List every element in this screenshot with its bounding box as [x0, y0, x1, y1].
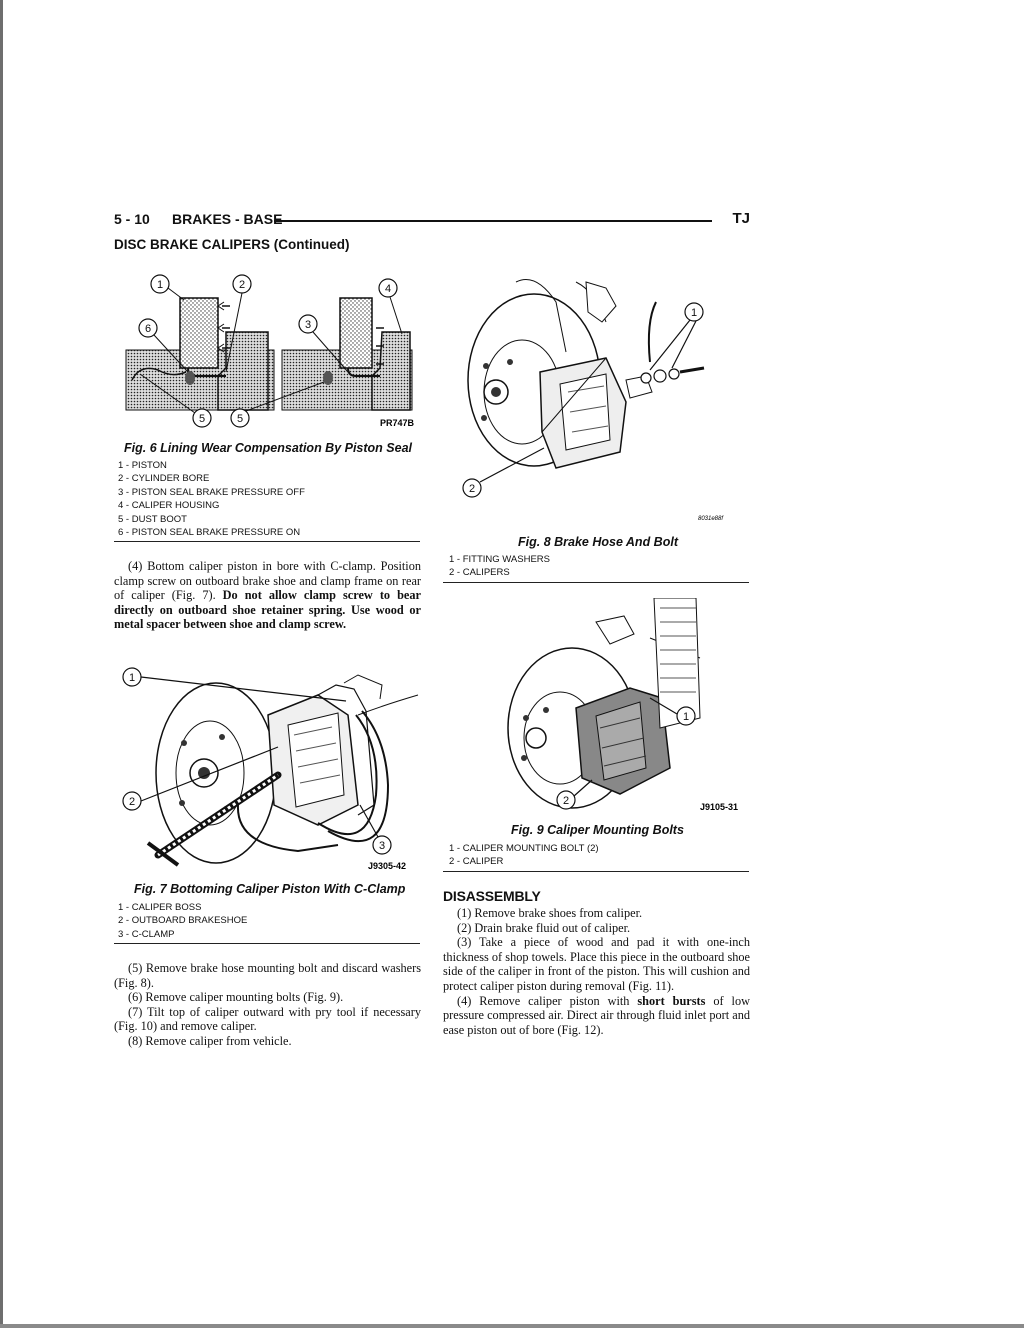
- fig6-legend-item: 1 - PISTON: [118, 460, 167, 471]
- page-subheading: DISC BRAKE CALIPERS (Continued): [114, 237, 350, 252]
- disassembly-step2: (2) Drain brake fluid out of caliper.: [457, 920, 631, 935]
- page-edge-bottom: [0, 1324, 1024, 1328]
- fig7-code: J9305-42: [368, 861, 406, 871]
- fig8-callout-1: 1: [691, 307, 697, 319]
- fig7-callout-2: 2: [129, 796, 135, 808]
- fig6-code: PR747B: [380, 418, 415, 428]
- fig6-illustration: 1 2 3 4 5 5 6 PR747B: [125, 274, 415, 428]
- fig8-code: 8031e88f: [698, 516, 724, 522]
- fig7-legend-item: 3 - C-CLAMP: [118, 928, 175, 940]
- model-code: TJ: [732, 210, 750, 227]
- fig9-legend: 1 - CALIPER MOUNTING BOLT (2) 2 - CALIPE…: [449, 842, 599, 869]
- fig6-callout-5b: 5: [237, 413, 243, 425]
- fig8-caption: Fig. 8 Brake Hose And Bolt: [518, 535, 678, 549]
- fig7-legend: 1 - CALIPER BOSS 2 - OUTBOARD BRAKESHOE …: [118, 901, 247, 941]
- fig9-legend-item: 1 - CALIPER MOUNTING BOLT (2): [449, 843, 599, 854]
- disassembly-step3: (3) Take a piece of wood and pad it with…: [443, 935, 750, 993]
- step8: (8) Remove caliper from vehicle.: [128, 1033, 292, 1048]
- fig7-legend-item: 1 - CALIPER BOSS: [118, 902, 202, 913]
- fig8-legend-item: 2 - CALIPERS: [449, 567, 510, 579]
- fig8-legend: 1 - FITTING WASHERS 2 - CALIPERS: [449, 553, 550, 580]
- fig9-illustration: 1 2 J9105-31: [507, 598, 738, 812]
- fig7-rule: [114, 943, 420, 944]
- fig9-callout-2: 2: [563, 795, 569, 807]
- fig6-callout-3: 3: [305, 319, 311, 331]
- fig6-legend-item: 5 - DUST BOOT: [118, 513, 187, 525]
- fig7-callout-1: 1: [129, 672, 135, 684]
- fig6-legend-item: 3 - PISTON SEAL BRAKE PRESSURE OFF: [118, 486, 305, 498]
- section-title: BRAKES - BASE: [172, 211, 283, 227]
- header-rule: [274, 220, 712, 222]
- fig6-legend-item: 4 - CALIPER HOUSING: [118, 500, 220, 512]
- fig9-rule: [443, 871, 749, 872]
- fig6-caption: Fig. 6 Lining Wear Compensation By Pisto…: [124, 441, 413, 455]
- fig7-illustration: 1 2 3 J9305-42: [122, 667, 419, 871]
- page-header: 5 - 10 BRAKES - BASE TJ: [114, 210, 750, 230]
- fig9-code: J9105-31: [700, 802, 738, 812]
- fig6-callout-4: 4: [385, 283, 391, 295]
- left-paragraph-steps5-8: (5) Remove brake hose mounting bolt and …: [114, 961, 421, 1049]
- fig7-callout-3: 3: [379, 840, 385, 852]
- disassembly-heading: DISASSEMBLY: [443, 888, 541, 904]
- fig6-callout-2: 2: [239, 279, 245, 291]
- disassembly-step1: (1) Remove brake shoes from caliper.: [457, 906, 643, 920]
- page-edge-left: [0, 0, 3, 1328]
- step7: (7) Tilt top of caliper outward with pry…: [114, 1004, 421, 1034]
- fig8-callout-2: 2: [469, 483, 475, 495]
- fig9-legend-item: 2 - CALIPER: [449, 856, 504, 868]
- left-paragraph-step4: (4) Bottom caliper piston in bore with C…: [114, 559, 421, 632]
- disassembly-step4-a: (4) Remove caliper piston with: [457, 993, 638, 1008]
- fig8-illustration: 1 2 8031e88f: [462, 279, 724, 522]
- disassembly-step4-bold: short bursts: [637, 993, 706, 1008]
- fig9-callout-1: 1: [683, 711, 689, 723]
- fig6-callout-6: 6: [145, 323, 151, 335]
- page-number: 5 - 10: [114, 211, 150, 227]
- fig7-legend-item: 2 - OUTBOARD BRAKESHOE: [118, 915, 248, 927]
- fig7-caption: Fig. 7 Bottoming Caliper Piston With C-C…: [134, 882, 406, 896]
- fig6-legend-item: 2 - CYLINDER BORE: [118, 473, 210, 485]
- fig6-legend-item: 6 - PISTON SEAL BRAKE PRESSURE ON: [118, 527, 301, 539]
- fig6-callout-5a: 5: [199, 413, 205, 425]
- step5: (5) Remove brake hose mounting bolt and …: [114, 961, 421, 990]
- step6: (6) Remove caliper mounting bolts (Fig. …: [128, 990, 344, 1005]
- fig8-legend-item: 1 - FITTING WASHERS: [449, 554, 550, 565]
- fig6-callout-1: 1: [157, 279, 163, 291]
- step4-text: (4) Bottom caliper piston in bore with C…: [114, 559, 421, 603]
- fig9-caption: Fig. 9 Caliper Mounting Bolts: [511, 823, 684, 837]
- fig8-rule: [443, 582, 749, 583]
- fig6-rule: [114, 541, 420, 542]
- disassembly-step4-b: of low pressure compressed air. Direct a…: [443, 993, 750, 1037]
- step4-warning: Do not allow clamp screw to bear directl…: [114, 588, 421, 632]
- fig6-legend: 1 - PISTON 2 - CYLINDER BORE 3 - PISTON …: [118, 459, 305, 539]
- disassembly-steps: (1) Remove brake shoes from caliper. (2)…: [443, 906, 750, 1037]
